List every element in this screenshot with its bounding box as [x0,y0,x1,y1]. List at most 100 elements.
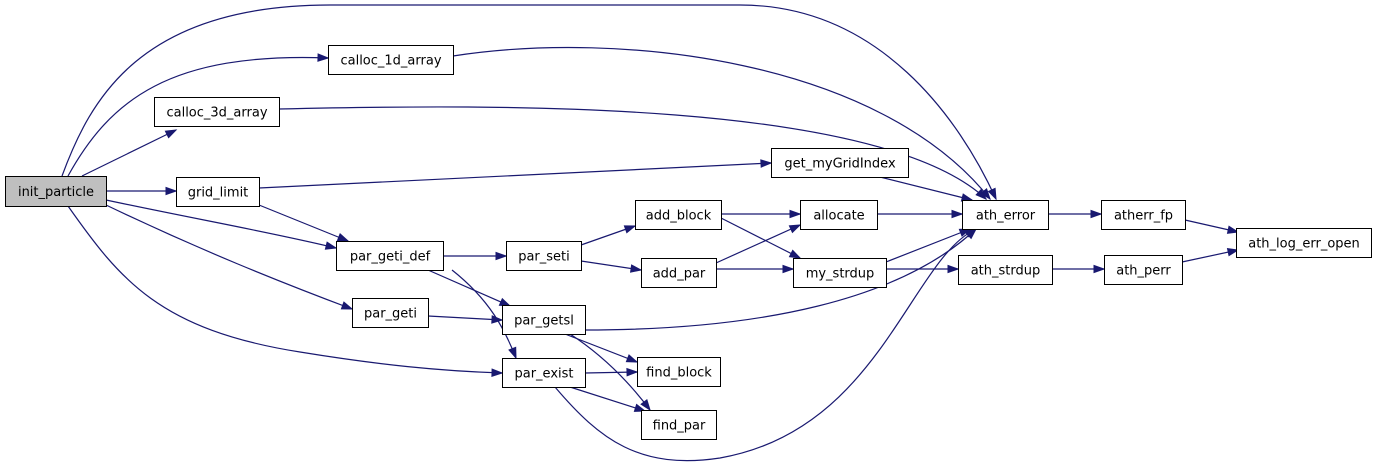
node-calloc-3d-array[interactable]: calloc_3d_array [154,97,280,127]
edge-par_geti_def-to-par_seti [443,251,508,261]
arrowhead [324,241,338,250]
edge-init_particle-to-par_exist [67,205,504,377]
edge-ath_error-to-atherr_fp [1048,209,1103,219]
node-par-getsl[interactable]: par_getsl [502,305,586,335]
arrowhead [623,225,637,234]
node-label: calloc_3d_array [166,106,267,121]
edge-atherr_fp-to-ath_log_err_open [1184,219,1240,234]
node-label: find_par [653,419,706,434]
node-calloc-1d-array[interactable]: calloc_1d_array [328,45,454,75]
node-init-particle: init_particle [5,176,107,207]
arrowhead [508,346,517,360]
node-label: par_seti [518,250,570,265]
edge-my_strdup-to-ath_strdup [886,264,960,274]
node-ath-perr[interactable]: ath_perr [1104,255,1183,285]
edge-init_particle-to-calloc_3d_array [81,129,178,177]
arrowhead [336,233,350,242]
edge-add_par-to-allocate [715,224,802,264]
edge-ath_perr-to-ath_log_err_open [1181,248,1240,263]
arrowhead [788,249,802,259]
arrowhead [495,251,508,261]
arrowhead [317,53,330,62]
edge-add_block-to-allocate [721,209,802,219]
node-par-geti-def[interactable]: par_geti_def [336,241,444,271]
node-find-block[interactable]: find_block [637,357,721,387]
arrowhead [975,188,988,201]
arrowhead [782,264,795,274]
node-label: par_exist [514,367,573,382]
node-find-par[interactable]: find_par [641,410,717,440]
arrowhead [1093,264,1106,274]
edge-calloc_3d_array-to-ath_error [278,106,988,201]
arrowhead [788,224,802,234]
arrowhead [947,264,960,274]
arrowhead [633,403,647,412]
node-label: add_block [646,209,712,224]
node-label: par_geti [364,307,417,322]
node-label: ath_log_err_open [1248,237,1360,252]
node-label: allocate [813,209,864,224]
edge-add_block-to-my_strdup [720,217,802,259]
node-grid-limit[interactable]: grid_limit [176,177,260,207]
node-label: find_block [646,366,712,381]
edge-init_particle-to-grid_limit [106,186,178,196]
node-label: atherr_fp [1114,209,1173,224]
arrowhead [498,297,512,307]
node-add-par[interactable]: add_par [641,258,717,288]
arrowhead [340,301,354,310]
arrowhead [760,159,773,168]
node-add-block[interactable]: add_block [635,200,722,230]
call-graph-edges [61,4,1240,462]
edge-par_geti_def-to-par_exist [451,269,517,360]
edge-par_seti-to-add_par [580,260,643,273]
node-label: par_geti_def [350,250,431,265]
edge-par_seti-to-add_block [580,225,637,246]
edge-get_myGridIndex-to-ath_error [879,176,974,202]
edge-par_geti-to-par_getsl [427,315,504,324]
edge-par_exist-to-find_par [569,386,647,412]
node-label: ath_strdup [971,264,1041,279]
node-par-exist[interactable]: par_exist [502,358,586,388]
arrowhead [1226,225,1240,234]
node-ath-error[interactable]: ath_error [962,200,1049,230]
node-label: ath_error [976,209,1036,224]
node-label: ath_perr [1116,264,1171,279]
edge-calloc_1d_array-to-ath_error [452,46,991,201]
arrowhead [640,398,651,412]
node-label: grid_limit [188,186,249,201]
arrowhead [625,354,639,363]
arrowhead [980,188,991,201]
arrowhead [789,209,802,219]
edge-ath_strdup-to-ath_perr [1052,264,1106,274]
arrowhead [491,368,504,377]
edge-init_particle-to-par_geti [105,204,354,310]
node-label: my_strdup [806,267,875,282]
arrowhead [626,367,639,377]
edge-init_particle-to-par_geti_def [105,199,338,250]
node-allocate[interactable]: allocate [800,200,878,230]
node-ath-strdup[interactable]: ath_strdup [958,255,1053,285]
edge-par_exist-to-ath_error [554,228,978,462]
node-get-myGridIndex[interactable]: get_myGridIndex [771,148,909,178]
node-par-geti[interactable]: par_geti [352,298,429,328]
arrowhead [165,186,178,196]
edge-grid_limit-to-get_myGridIndex [258,159,773,189]
node-atherr-fp[interactable]: atherr_fp [1101,200,1186,230]
edge-init_particle-to-ath_error [61,4,997,201]
arrowhead [1226,248,1240,257]
edge-add_par-to-my_strdup [716,264,795,274]
node-label: init_particle [18,185,94,200]
node-label: calloc_1d_array [340,54,441,69]
node-par-seti[interactable]: par_seti [506,241,582,271]
edge-my_strdup-to-ath_error [885,228,972,263]
arrowhead [630,264,643,273]
call-graph-nodes: init_particle calloc_1d_array calloc_3d_ar… [5,45,1372,440]
arrowhead [164,129,178,139]
edge-init_particle-to-calloc_1d_array [67,53,330,177]
arrowhead [951,209,964,219]
node-label: get_myGridIndex [784,157,896,172]
node-ath-log-err-open[interactable]: ath_log_err_open [1236,228,1372,258]
edge-allocate-to-ath_error [877,209,964,219]
node-my-strdup[interactable]: my_strdup [793,258,887,288]
